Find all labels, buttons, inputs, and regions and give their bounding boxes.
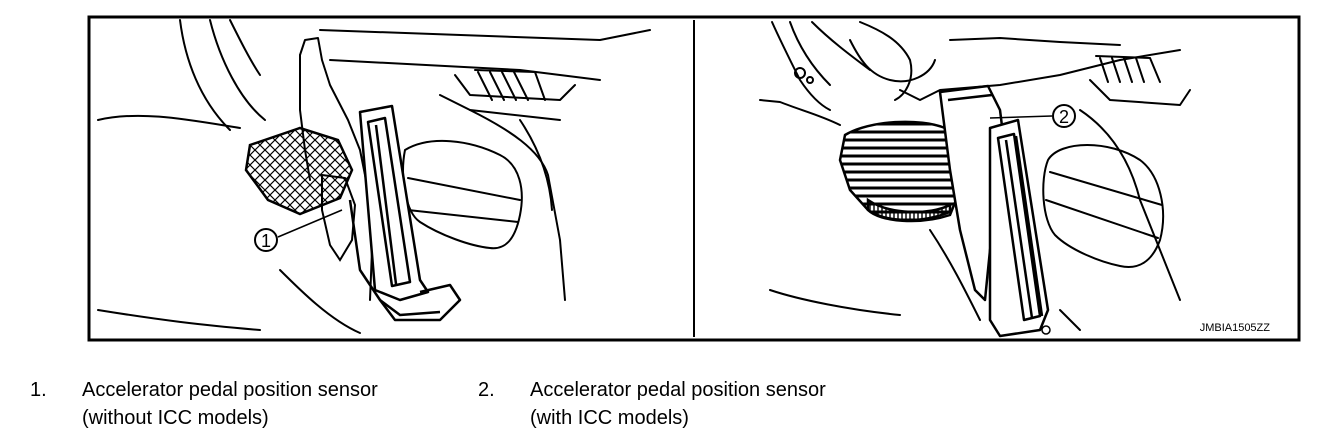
accelerator-pedal-right bbox=[988, 118, 1050, 338]
callout-1: 1 bbox=[254, 209, 343, 252]
accelerator-pedal-left bbox=[348, 104, 462, 322]
legend-item-2: 2. Accelerator pedal position sensor (wi… bbox=[478, 376, 918, 436]
brake-pedal-left bbox=[244, 126, 354, 216]
callout-2: 2 bbox=[989, 104, 1076, 128]
brake-pedal-right bbox=[838, 120, 960, 223]
sensor-1-body bbox=[321, 173, 357, 262]
legend-item-1: 1. Accelerator pedal position sensor (wi… bbox=[30, 376, 450, 436]
right-panel bbox=[759, 21, 1191, 331]
legend-line1: Accelerator pedal position sensor bbox=[82, 379, 378, 401]
legend-line2: (without ICC models) bbox=[82, 407, 269, 429]
legend-number: 2. bbox=[478, 379, 495, 401]
callout-1-label: 1 bbox=[261, 231, 271, 251]
registered-mark bbox=[1041, 325, 1051, 335]
callout-2-label: 2 bbox=[1059, 107, 1069, 127]
legend-line1: Accelerator pedal position sensor bbox=[530, 379, 826, 401]
legend-number: 1. bbox=[30, 379, 47, 401]
legend-line2: (with ICC models) bbox=[530, 407, 689, 429]
figure-code: JMBIA1505ZZ bbox=[1200, 322, 1271, 334]
